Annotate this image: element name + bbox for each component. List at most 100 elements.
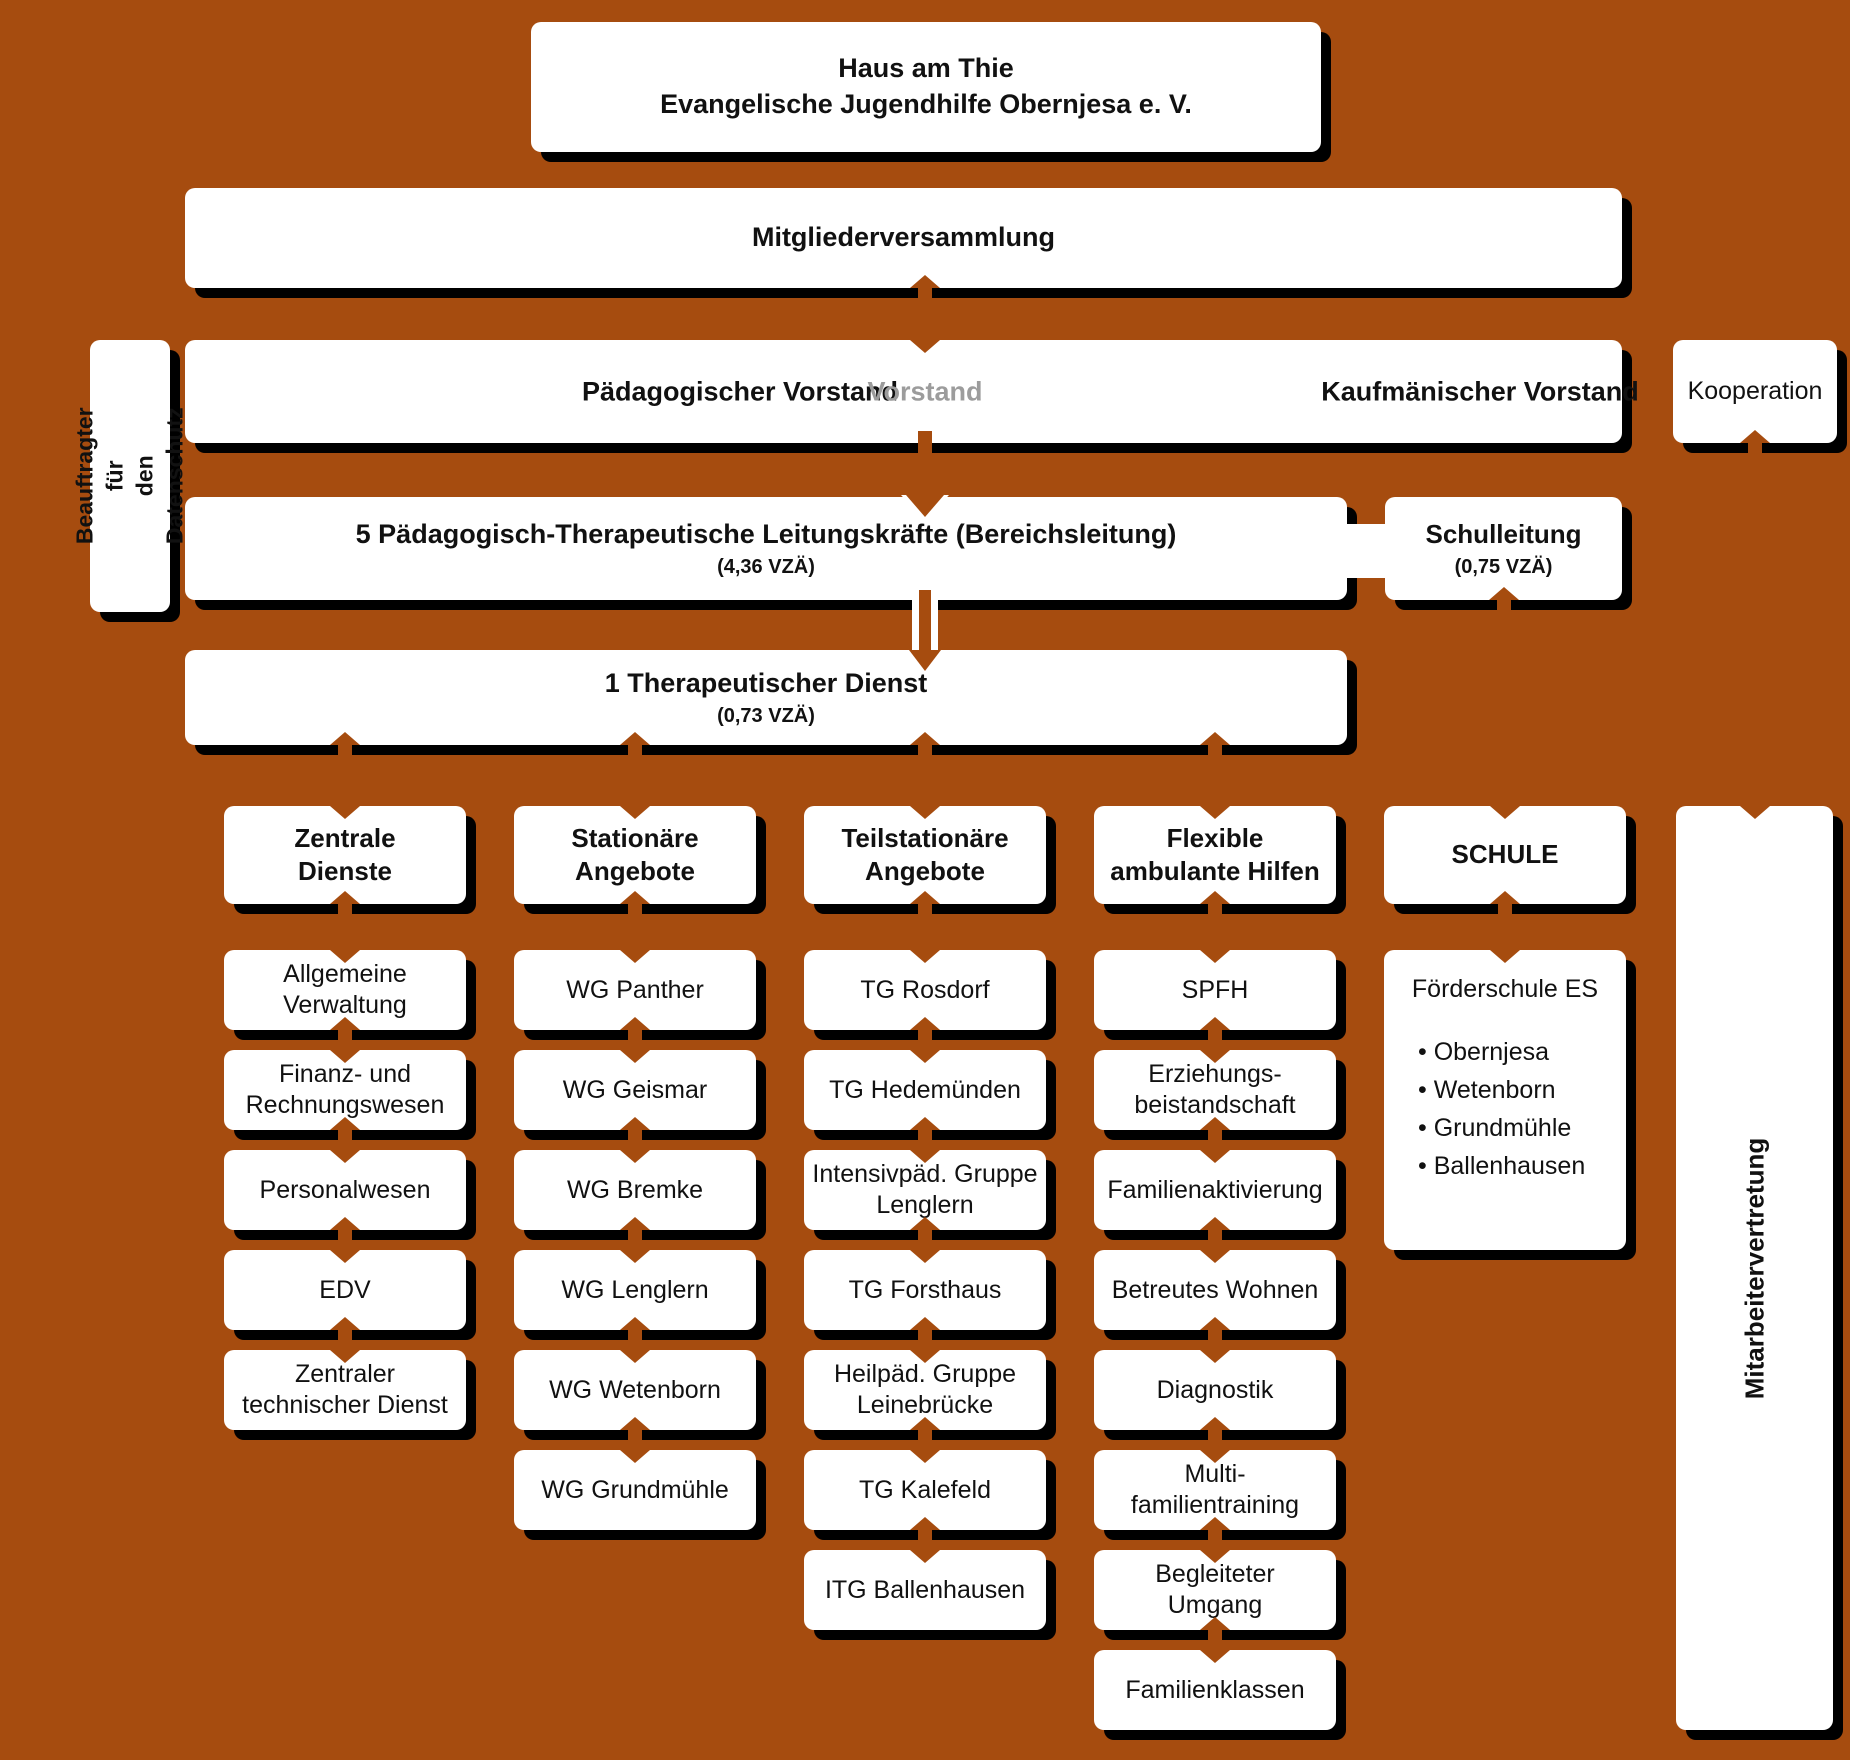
connector-shadow-gap [338,1028,352,1042]
connector-notch [620,1250,650,1263]
list-item: TG Forsthaus [804,1250,1046,1342]
list-item: Betreutes Wohnen [1094,1250,1336,1342]
board-center-label: Vorstand [867,376,983,406]
leadership-fte: (4,36 VZÄ) [717,556,815,579]
column-header-teilstationaere-angebote: Teilstationäre Angebote [804,806,1046,916]
list-item: Familienaktivierung [1094,1150,1336,1242]
arrow-down-icon [909,650,941,671]
item-label: WG Panther [566,975,704,1004]
connector-notch [1740,430,1770,443]
column-header-label: Teilstationäre Angebote [841,822,1009,886]
item-label: WG Geismar [562,1075,708,1104]
connector-notch [620,732,650,745]
connector-shadow-gap [918,1128,932,1142]
connector-notch [1200,891,1230,904]
connector-notch [620,891,650,904]
connector-shadow-gap [918,1328,932,1342]
connector-notch [1200,1150,1230,1163]
staff-representation-label: Mitarbeitervertretung [1739,1137,1769,1399]
leadership-box: 5 Pädagogisch-Therapeutische Leitungskrä… [185,497,1347,600]
list-item: EDV [224,1250,466,1342]
org-title-line2: Evangelische Jugendhilfe Obernjesa e. V. [660,89,1192,119]
school-location: Wetenborn [1418,1071,1585,1109]
item-label: Familienklassen [1125,1675,1305,1704]
connector-notch [1200,806,1230,819]
connector-notch [1739,806,1770,819]
connector-shadow-gap [628,1128,642,1142]
list-item: Heilpäd. Gruppe Leinebrücke [804,1350,1046,1442]
connector-shadow-gap [1208,1328,1222,1342]
item-label: ITG Ballenhausen [824,1575,1026,1604]
assembly-box: Mitgliederversammlung [185,188,1622,300]
list-item: WG Lenglern [514,1250,756,1342]
item-label: Multi- familientraining [1130,1460,1300,1519]
connector-notch [330,950,360,963]
item-label: Diagnostik [1156,1375,1274,1404]
connector-notch [910,1550,940,1563]
connector-notch [620,1050,650,1063]
connector-shadow-gap [1748,441,1762,455]
connector-notch [1200,1017,1230,1030]
connector-notch [910,1450,940,1463]
connector-notch [1490,806,1520,819]
connector-notch [910,1317,940,1330]
connector-notch [620,806,650,819]
connector-notch [1200,1250,1230,1263]
connector-notch [1200,1550,1230,1563]
board-box: Pädagogischer Vorstand Vorstand Kaufmäni… [185,340,1639,443]
connector-notch [1200,1317,1230,1330]
connector-notch [910,891,940,904]
item-label: Personalwesen [259,1175,431,1204]
connector-notch [620,1017,650,1030]
board-to-leadership-connector [918,431,932,497]
connector-shadow-gap [1496,598,1511,612]
item-label: Familienaktivierung [1107,1175,1323,1204]
connector-shadow-gap [918,1528,932,1542]
connector-notch [910,1517,940,1530]
item-label: WG Lenglern [561,1275,709,1304]
item-label: TG Kalefeld [858,1475,991,1504]
connector-shadow-gap [628,743,642,757]
column-header-schule: SCHULE [1384,806,1626,916]
org-title-box: Haus am Thie Evangelische Jugendhilfe Ob… [531,22,1321,152]
leadership-to-therapeutic-connector [919,590,931,652]
school-location: Grundmühle [1418,1109,1585,1147]
connector-notch [330,1050,360,1063]
connector-notch [1200,1450,1230,1463]
connector-notch [620,1450,650,1463]
school-management-fte: (0,75 VZÄ) [1454,555,1553,578]
connector-shadow-gap [1208,902,1222,916]
connector-notch [1200,1350,1230,1363]
cooperation-box: Kooperation [1673,340,1837,455]
connector-notch [620,1350,650,1363]
list-item: Multi- familientraining [1094,1450,1336,1542]
connector-notch [910,275,940,288]
org-title-line1: Haus am Thie [838,53,1014,84]
connector-notch [330,1250,360,1263]
connector-notch [910,1150,940,1163]
connector-notch [1200,1517,1230,1530]
connector-shadow-gap [338,743,352,757]
school-box: Förderschule ES Obernjesa Wetenborn Grun… [1384,950,1626,1250]
item-label: Zentraler technischer Dienst [242,1360,448,1419]
item-label: WG Grundmühle [541,1475,729,1504]
connector-shadow-gap [918,1028,932,1042]
data-protection-label: Beauftragter für den Datenschutz [71,407,187,545]
connector-shadow-gap [1208,743,1222,757]
leadership-schulleitung-connector [1347,524,1385,578]
connector-notch [910,1117,940,1130]
list-item: Begleiteter Umgang [1094,1550,1336,1642]
connector-shadow-gap [338,902,352,916]
connector-notch [1200,1217,1230,1230]
column-header-flexible-ambulante-hilfen: Flexible ambulante Hilfen [1094,806,1336,916]
connector-notch [620,1417,650,1430]
connector-shadow-gap [628,1228,642,1242]
connector-shadow-gap [918,743,932,757]
connector-notch [330,1150,360,1163]
connector-notch [1488,587,1519,600]
item-label: TG Hedemünden [829,1075,1021,1104]
therapeutic-service-box: 1 Therapeutischer Dienst (0,73 VZÄ) [185,650,1347,757]
item-label: TG Rosdorf [860,975,990,1004]
list-item: TG Hedemünden [804,1050,1046,1142]
connector-notch [330,806,360,819]
